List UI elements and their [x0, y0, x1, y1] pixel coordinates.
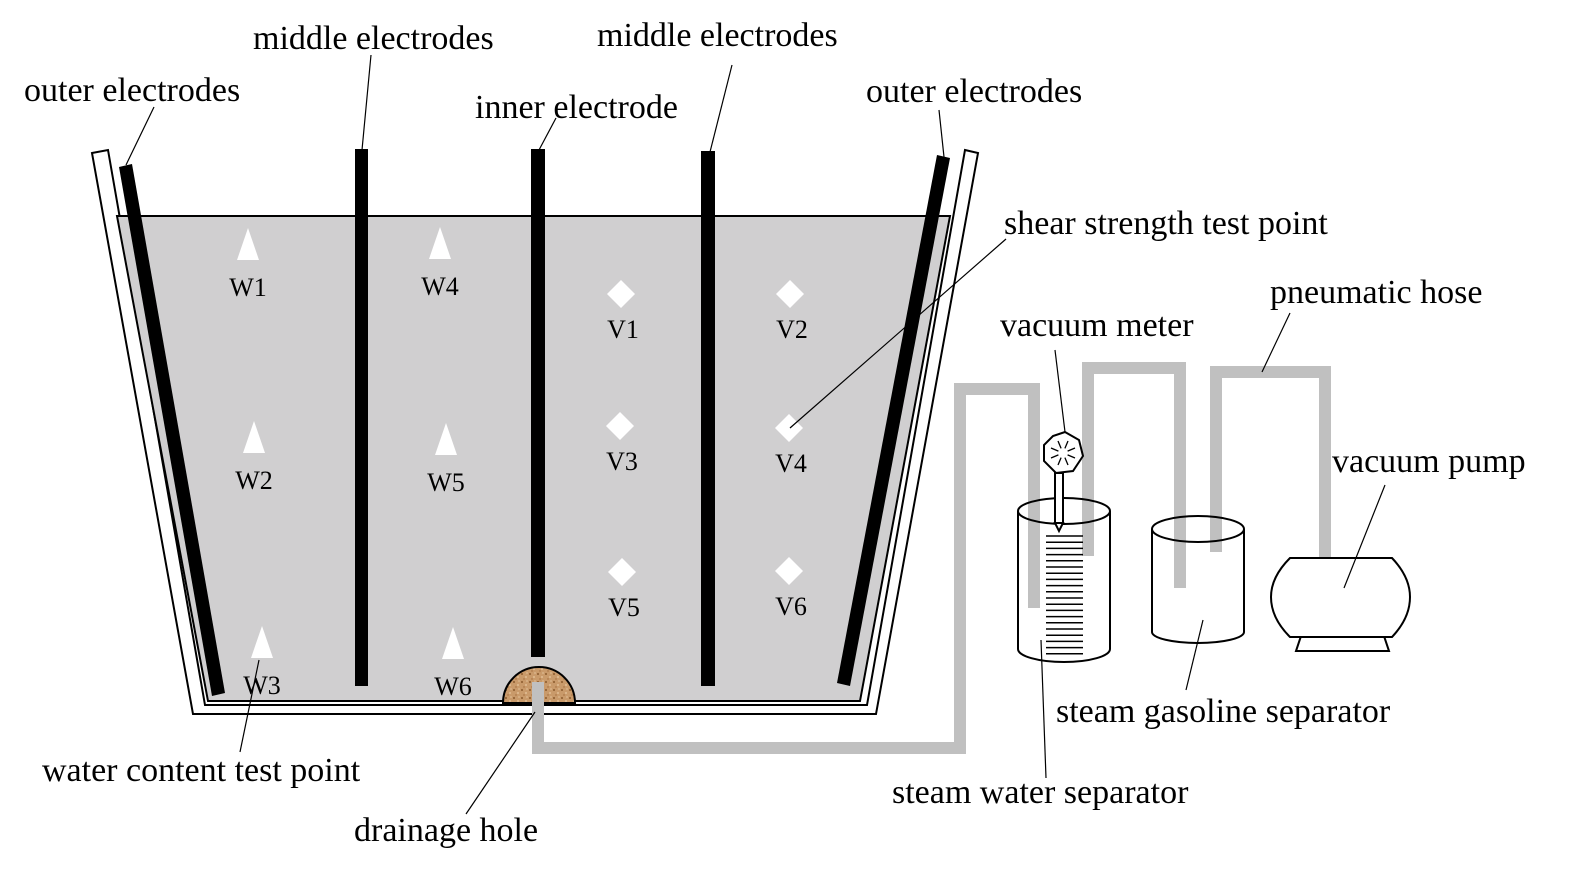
dial-tick	[1064, 457, 1069, 466]
electrodes	[119, 149, 950, 696]
label-shear-strength-test-point: shear strength test point	[1004, 205, 1328, 242]
diamond-marker-icon	[607, 280, 635, 308]
outer-electrode-right	[837, 155, 950, 686]
label-inner-electrode: inner electrode	[475, 89, 678, 126]
label-pneumatic-hose: pneumatic hose	[1270, 274, 1482, 311]
water-content-point-label: W6	[434, 672, 472, 701]
leader-middle-electrodes-right	[709, 64, 733, 153]
shear-strength-point-label: V5	[608, 593, 640, 622]
triangle-marker-icon	[435, 423, 457, 455]
middle-electrode-left	[355, 149, 368, 686]
triangle-marker-icon	[429, 227, 451, 259]
water-content-point-w5: W5	[427, 423, 465, 497]
shear-strength-point-label: V3	[606, 447, 638, 476]
water-content-point-label: W1	[229, 273, 267, 302]
vacuum-meter-dial	[1043, 430, 1085, 475]
diamond-marker-icon	[775, 414, 803, 442]
hose-water-to-gasoline-separator	[1082, 362, 1186, 588]
label-steam-gasoline-separator: steam gasoline separator	[1056, 693, 1391, 730]
shear-strength-point-label: V4	[775, 449, 807, 478]
leader-steam-water-separator	[1040, 639, 1047, 779]
gasoline-separator-rim	[1151, 515, 1245, 543]
leader-steam-gasoline-separator	[1185, 619, 1204, 691]
water-content-point-label: W5	[427, 468, 465, 497]
shear-strength-point-label: V2	[776, 315, 808, 344]
dial-tick	[1067, 454, 1076, 459]
water-content-point-w1: W1	[229, 228, 267, 302]
dial-tick	[1057, 457, 1062, 466]
vacuum-meter-stem	[1054, 472, 1064, 524]
diamond-marker-icon	[608, 558, 636, 586]
vacuum-pump-base	[1294, 635, 1391, 652]
diamond-marker-icon	[776, 280, 804, 308]
inner-electrode	[531, 149, 545, 657]
triangle-marker-icon	[243, 421, 265, 453]
middle-electrode-right	[701, 151, 715, 686]
water-content-point-w6: W6	[434, 627, 472, 701]
leader-shear-strength-test-point	[789, 238, 1007, 429]
vacuum-meter-stem-tip	[1053, 522, 1065, 534]
vacuum-meter	[1043, 430, 1085, 534]
leader-vacuum-pump	[1343, 484, 1386, 589]
label-water-content-test-point: water content test point	[42, 752, 361, 789]
label-outer-electrodes-right: outer electrodes	[866, 73, 1082, 110]
label-middle-electrodes-left: middle electrodes	[253, 20, 494, 57]
shear-strength-point-v5: V5	[608, 558, 640, 622]
vacuum-meter-dial-ticks	[1050, 440, 1076, 466]
dial-tick	[1067, 447, 1076, 452]
label-drainage-hole: drainage hole	[354, 812, 538, 849]
hose-gasoline-separator-to-pump	[1210, 366, 1331, 559]
leader-vacuum-meter	[1054, 349, 1066, 433]
shear-strength-point-v2: V2	[776, 280, 808, 344]
dial-tick	[1050, 454, 1059, 459]
water-content-point-w3: W3	[243, 626, 281, 700]
label-steam-water-separator: steam water separator	[892, 774, 1189, 811]
water-level-lines	[1046, 535, 1083, 655]
water-content-point-w4: W4	[421, 227, 459, 301]
dial-tick	[1064, 440, 1069, 449]
callout-labels: outer electrodes middle electrodes inner…	[24, 17, 1526, 849]
shear-strength-point-label: V6	[775, 592, 807, 621]
water-content-point-w2: W2	[235, 421, 273, 495]
label-vacuum-meter: vacuum meter	[1000, 307, 1194, 344]
gasoline-separator-body	[1151, 529, 1245, 644]
diamond-marker-icon	[606, 412, 634, 440]
leader-pneumatic-hose	[1261, 312, 1291, 373]
vacuum-pump	[1269, 557, 1412, 652]
vacuum-pump-body	[1269, 557, 1412, 638]
shear-strength-point-v3: V3	[606, 412, 638, 476]
shear-strength-point-v6: V6	[775, 557, 807, 621]
leader-drainage-hole	[465, 711, 536, 815]
triangle-marker-icon	[237, 228, 259, 260]
shear-strength-point-label: V1	[607, 315, 639, 344]
water-content-point-label: W3	[243, 671, 281, 700]
label-middle-electrodes-right: middle electrodes	[597, 17, 838, 54]
hose-drainage-to-water-separator	[532, 383, 1040, 754]
pneumatic-hoses	[532, 362, 1331, 754]
shear-strength-point-v1: V1	[607, 280, 639, 344]
outer-electrode-left	[119, 164, 225, 696]
label-outer-electrodes-left: outer electrodes	[24, 72, 240, 109]
water-content-point-label: W4	[421, 272, 459, 301]
leader-inner-electrode	[538, 117, 557, 151]
dial-tick	[1050, 447, 1059, 452]
triangle-marker-icon	[442, 627, 464, 659]
leader-lines	[125, 54, 1386, 815]
shear-strength-point-v4: V4	[775, 414, 807, 478]
diamond-marker-icon	[775, 557, 803, 585]
steam-gasoline-separator	[1151, 515, 1245, 644]
dial-tick	[1057, 440, 1062, 449]
water-content-point-label: W2	[235, 466, 273, 495]
water-separator-body	[1017, 511, 1111, 663]
leader-outer-electrodes-left	[125, 106, 155, 166]
leader-water-content-test-point	[239, 659, 260, 753]
leader-middle-electrodes-left	[361, 54, 372, 151]
triangle-marker-icon	[251, 626, 273, 658]
label-vacuum-pump: vacuum pump	[1332, 443, 1526, 480]
leader-outer-electrodes-right	[938, 109, 945, 158]
